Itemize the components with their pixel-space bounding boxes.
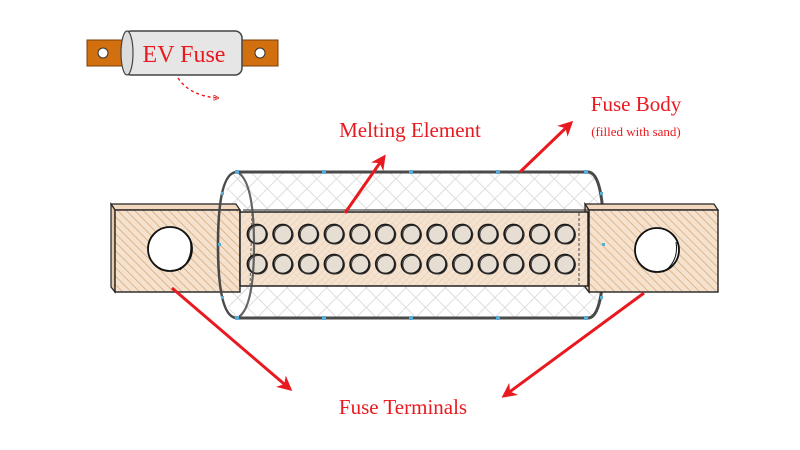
element-hole xyxy=(503,223,525,245)
element-hole xyxy=(272,223,294,245)
right-terminal-bolt-hole xyxy=(634,227,680,273)
element-hole xyxy=(323,223,345,245)
left-terminal xyxy=(109,202,242,294)
thumbnail-body xyxy=(120,30,243,76)
element-hole xyxy=(451,223,474,245)
element-hole xyxy=(246,253,268,275)
right-terminal-arrow xyxy=(501,291,645,398)
element-hole xyxy=(477,253,499,275)
fuse-body-note: (filled with sand) xyxy=(591,124,681,139)
fuse-body-control-points xyxy=(218,170,605,320)
element-hole xyxy=(272,253,294,275)
element-hole xyxy=(297,253,320,275)
element-hole xyxy=(349,223,371,245)
element-hole xyxy=(554,223,576,245)
element-hole xyxy=(426,253,448,275)
fuse-terminals-label: Fuse Terminals xyxy=(339,395,467,419)
element-hole xyxy=(349,253,371,275)
element-hole xyxy=(374,223,397,245)
fuse-body-arrow xyxy=(518,120,574,174)
element-hole xyxy=(451,253,474,275)
element-hole xyxy=(374,253,397,275)
element-hole xyxy=(400,253,422,275)
element-hole xyxy=(246,223,268,245)
element-holes xyxy=(246,223,576,275)
melting-element xyxy=(239,209,590,287)
element-hole xyxy=(528,223,551,245)
thumbnail-label: EV Fuse xyxy=(143,42,226,68)
element-hole xyxy=(400,223,422,245)
thumbnail-fuse: EV Fuse xyxy=(86,30,279,98)
melting-element-label: Melting Element xyxy=(339,118,481,142)
right-terminal xyxy=(583,202,720,294)
melting-element-arrow xyxy=(343,154,386,214)
element-hole xyxy=(554,253,576,275)
element-hole xyxy=(426,223,448,245)
element-hole xyxy=(528,253,551,275)
element-hole xyxy=(297,223,320,245)
element-hole xyxy=(503,253,525,275)
thumbnail-arrow xyxy=(177,77,218,98)
annotation-arrows xyxy=(171,120,645,398)
fuse-body-front xyxy=(216,170,605,320)
element-hole xyxy=(323,253,345,275)
fuse-body-label: Fuse Body xyxy=(591,92,682,116)
left-terminal-bolt-hole xyxy=(147,226,193,272)
thumbnail-left-terminal xyxy=(86,39,128,67)
thumbnail-right-terminal xyxy=(237,39,279,67)
element-hole xyxy=(477,223,499,245)
left-terminal-arrow xyxy=(171,286,293,391)
